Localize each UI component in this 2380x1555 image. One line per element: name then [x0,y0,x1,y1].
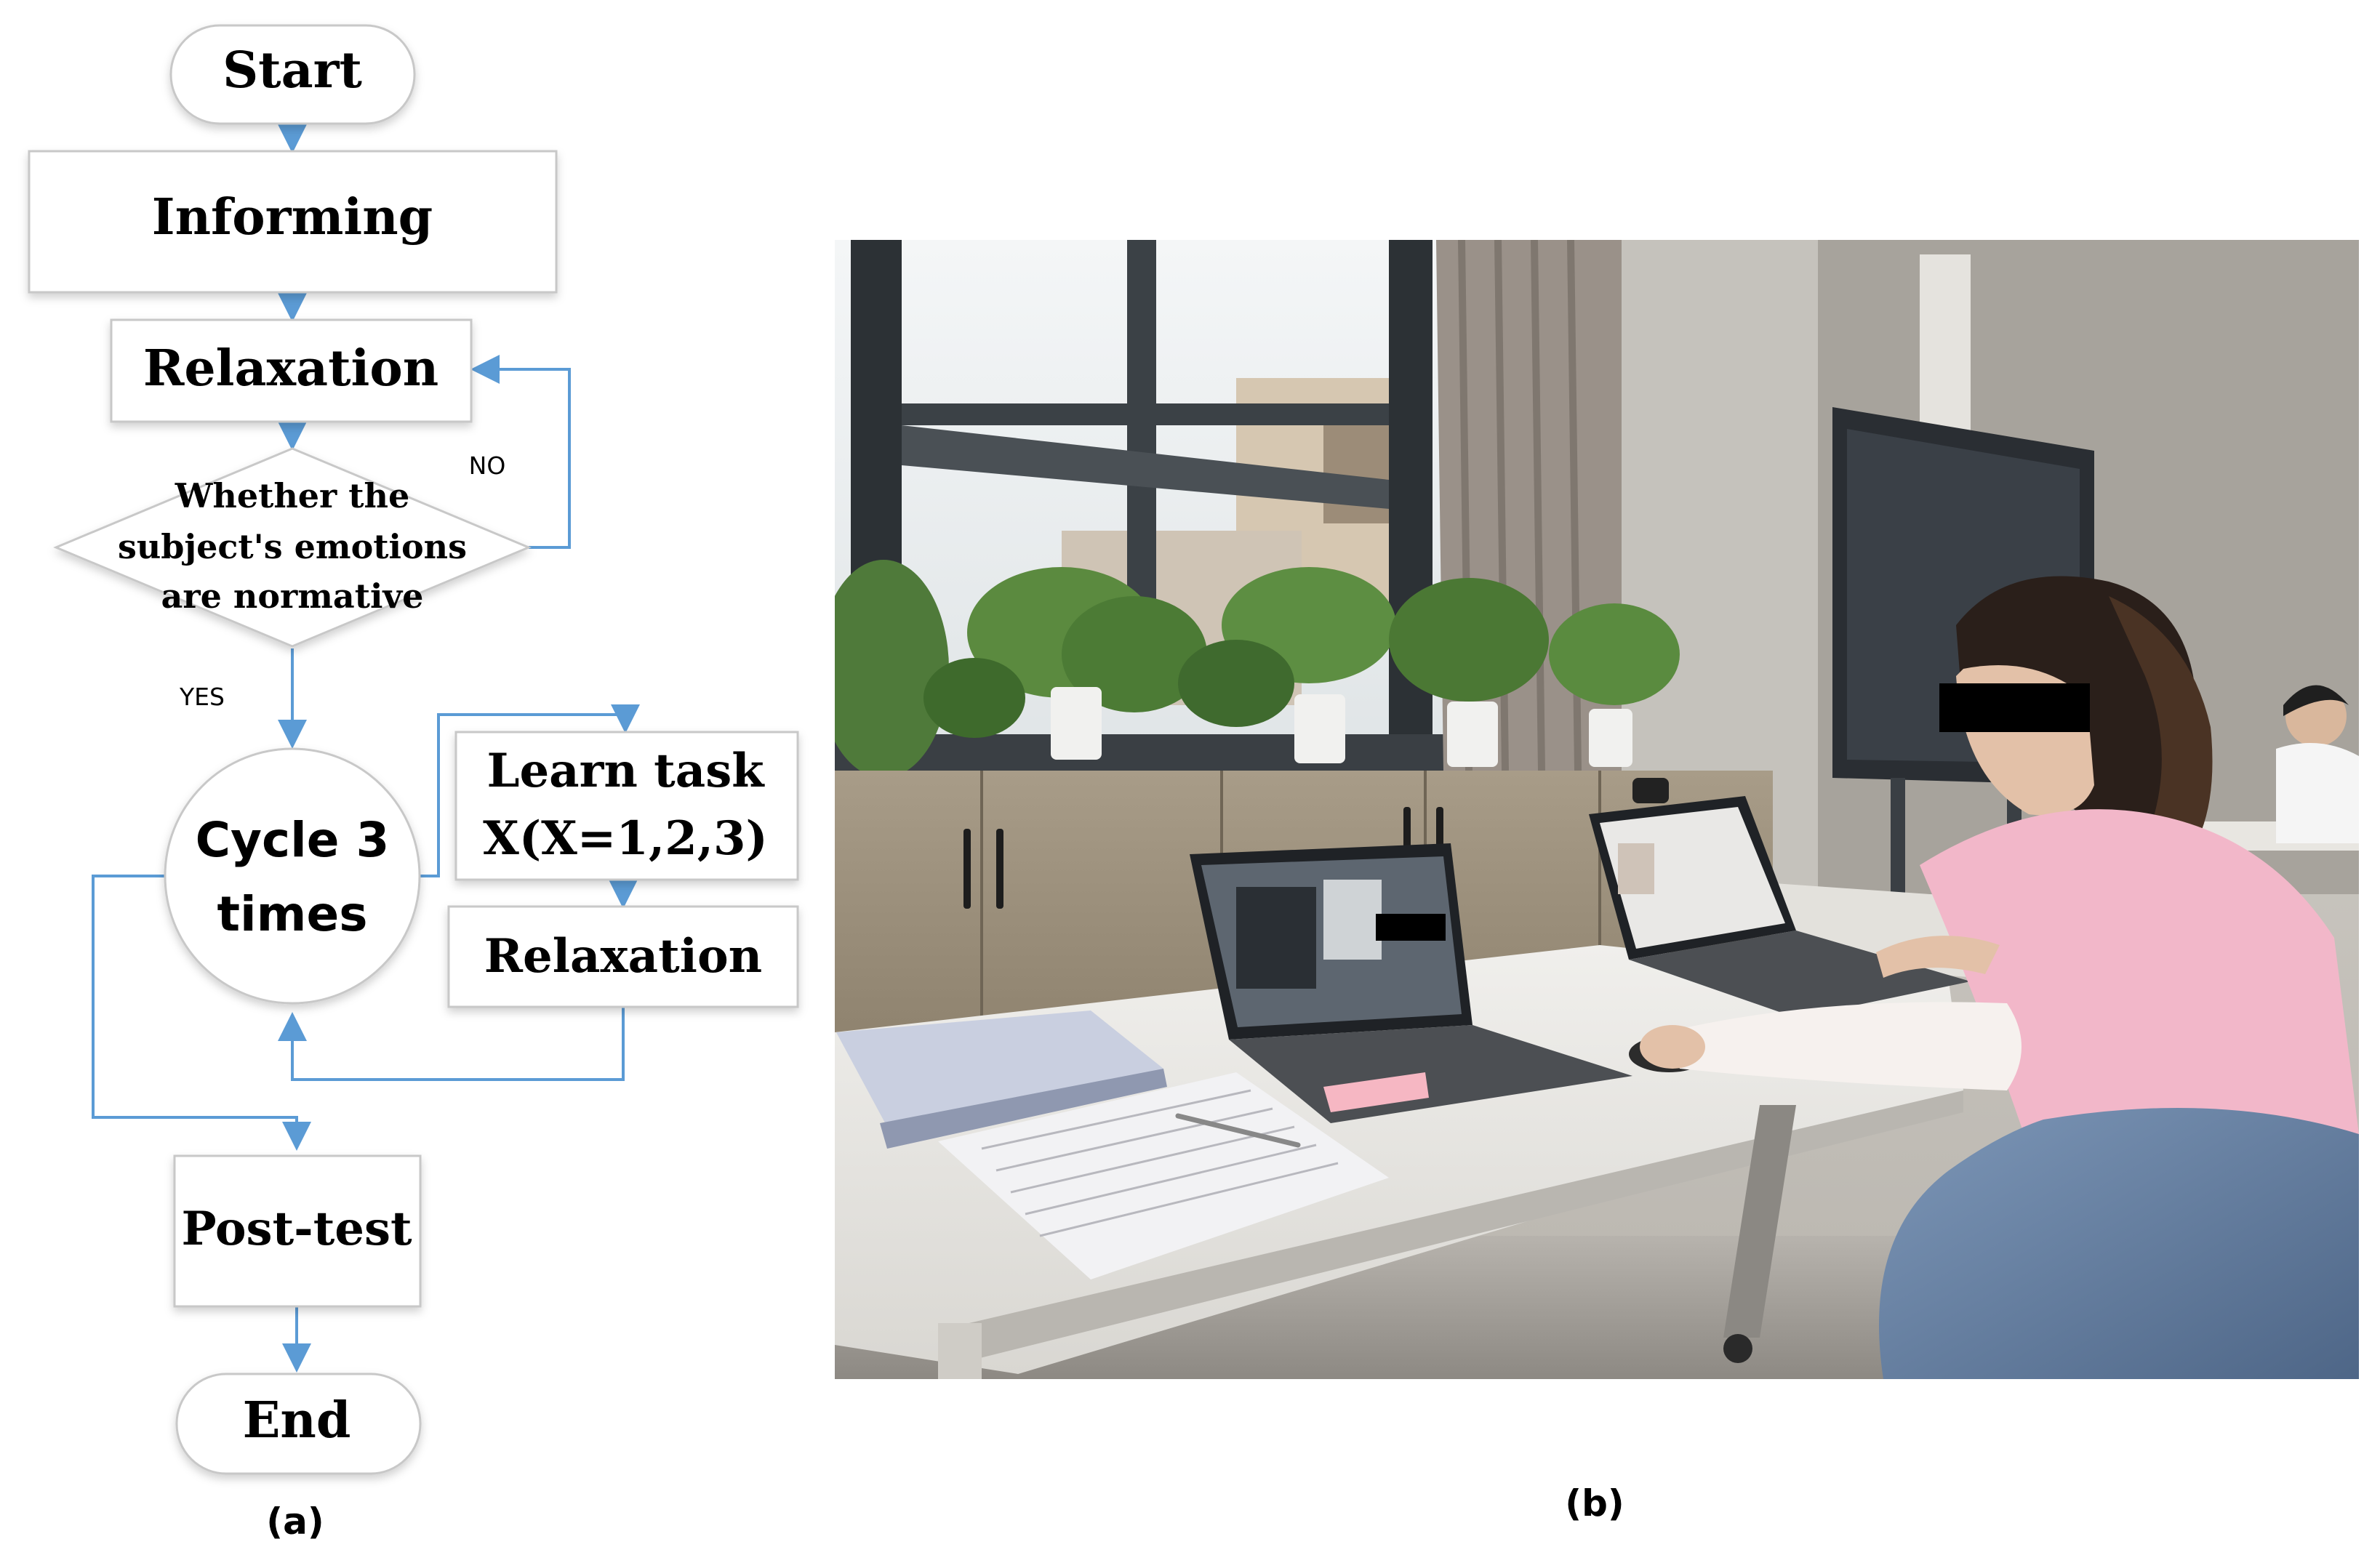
edge-decision-no [470,355,571,549]
node-cycle-line-2: times [217,886,368,942]
edge-cycle-posttest [92,875,311,1151]
node-end: End [175,1373,422,1475]
node-informing-label: Informing [152,188,433,246]
node-start: Start [169,24,416,125]
plants [835,560,1680,778]
flow-edges [92,124,640,1373]
binder [836,1010,1163,1127]
screen-censor-bar [1376,914,1446,941]
node-relaxation-1-label: Relaxation [143,339,438,398]
node-learn-task: Learn task X(X=1,2,3) [454,731,799,881]
node-post-test: Post-test [173,1154,422,1308]
edge-relaxation-cycle [278,1007,625,1081]
node-relaxation-2: Relaxation [447,905,799,1008]
caption-a: (a) [266,1500,324,1543]
node-decision: Whether the subject's emotions are norma… [53,447,532,648]
node-informing: Informing [28,150,558,294]
face-censor-bar [1939,683,2090,732]
laptop-left [1190,843,1632,1123]
node-start-label: Start [223,41,362,100]
node-learn-task-line-1: Learn task [486,744,765,798]
laptop-right [1589,796,1971,1018]
edge-cycle-learn [420,704,640,877]
node-relaxation-1: Relaxation [110,318,473,423]
papers [938,1072,1389,1279]
node-cycle: Cycle 3 times [164,747,421,1005]
node-post-test-label: Post-test [181,1202,412,1256]
node-learn-task-line-2: X(X=1,2,3) [483,811,768,866]
node-cycle-line-1: Cycle 3 [196,812,390,868]
node-relaxation-2-label: Relaxation [484,929,762,984]
node-decision-line-1: Whether the [175,476,410,515]
node-end-label: End [243,1391,351,1450]
edge-label-yes: YES [179,683,225,711]
node-decision-line-3: are normative [161,576,424,616]
edge-label-no: NO [469,451,506,480]
node-decision-line-2: subject's emotions [118,527,467,566]
caption-b: (b) [1565,1482,1624,1524]
lab-photo [835,240,2359,1379]
